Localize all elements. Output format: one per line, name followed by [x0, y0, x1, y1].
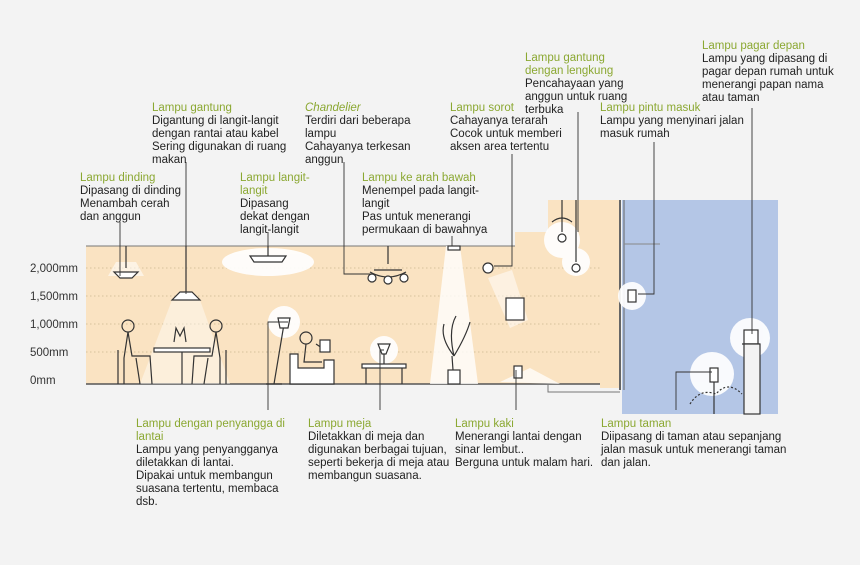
interior-room	[86, 200, 620, 388]
callout-lampu-langit-langit: Lampu langit- langit Dipasang dekat deng…	[240, 172, 340, 237]
callout-lampu-ke-arah-bawah: Lampu ke arah bawah Menempel pada langit…	[362, 172, 507, 237]
callout-lampu-gantung: Lampu gantung Digantung di langit-langit…	[152, 102, 302, 167]
callout-desc: Pencahayaan yang anggun untuk ruang terb…	[525, 78, 628, 116]
callout-title: Lampu gantung	[152, 102, 232, 114]
callout-lampu-sorot: Lampu sorot Cahayanya terarah Cocok untu…	[450, 102, 570, 154]
callout-desc: Lampu yang menyinari jalan masuk rumah	[600, 115, 744, 140]
lamp-icons	[112, 200, 761, 415]
callout-desc: Cahayanya terarah Cocok untuk memberi ak…	[450, 115, 562, 153]
callout-lampu-pintu-masuk: Lampu pintu masuk Lampu yang menyinari j…	[600, 102, 750, 141]
callout-title: Lampu dinding	[80, 172, 156, 184]
callout-desc: Lampu yang penyangganya diletakkan di la…	[136, 444, 279, 508]
callout-title: Lampu pagar depan	[702, 40, 805, 52]
callout-lampu-pagar-depan: Lampu pagar depan Lampu yang dipasang di…	[702, 40, 852, 105]
callout-title: Lampu taman	[601, 418, 672, 430]
callout-title: Chandelier	[305, 102, 361, 114]
callout-chandelier: Chandelier Terdiri dari beberapa lampu C…	[305, 102, 440, 167]
callout-desc: Terdiri dari beberapa lampu Cahayanya te…	[305, 115, 411, 166]
callout-desc: Diletakkan di meja dan digunakan berbaga…	[308, 431, 450, 482]
callout-title: Lampu pintu masuk	[600, 102, 701, 114]
scale-label-1000: 1,000mm	[30, 319, 78, 331]
callout-title: Lampu sorot	[450, 102, 514, 114]
callout-desc: Dipasang di dinding Menambah cerah dan a…	[80, 185, 182, 223]
callout-desc: Diipasang di taman atau sepanjang jalan …	[601, 431, 787, 469]
callout-desc: Digantung di langit-langit dengan rantai…	[152, 115, 287, 166]
callout-lampu-meja: Lampu meja Diletakkan di meja dan diguna…	[308, 418, 453, 483]
callout-desc: Lampu yang dipasang di pagar depan rumah…	[702, 53, 834, 104]
scale-label-0: 0mm	[30, 375, 56, 387]
callout-lampu-taman: Lampu taman Diipasang di taman atau sepa…	[601, 418, 791, 470]
callout-title: Lampu langit- langit	[240, 172, 310, 197]
callout-desc: Dipasang dekat dengan langit-langit	[240, 198, 310, 236]
callout-desc: Menerangi lantai dengan sinar lembut.. B…	[455, 431, 594, 469]
scale-label-1500: 1,500mm	[30, 291, 78, 303]
callout-lampu-dinding: Lampu dinding Dipasang di dinding Menamb…	[80, 172, 200, 224]
callout-title: Lampu meja	[308, 418, 372, 430]
callout-lampu-kaki: Lampu kaki Menerangi lantai dengan sinar…	[455, 418, 595, 470]
callout-lampu-gantung-lengkung: Lampu gantung dengan lengkung Pencahayaa…	[525, 52, 635, 117]
scale-label-2000: 2,000mm	[30, 263, 78, 275]
callout-title: Lampu dengan penyangga di lantai	[136, 418, 285, 443]
callout-lampu-penyangga-lantai: Lampu dengan penyangga di lantai Lampu y…	[136, 418, 296, 509]
callout-title: Lampu gantung dengan lengkung	[525, 52, 614, 77]
exterior-area	[622, 200, 778, 414]
callout-title: Lampu kaki	[455, 418, 514, 430]
callout-title: Lampu ke arah bawah	[362, 172, 476, 184]
leader-lines	[119, 108, 753, 410]
callout-desc: Menempel pada langit- langit Pas untuk m…	[362, 185, 488, 236]
scale-label-500: 500mm	[30, 347, 69, 359]
